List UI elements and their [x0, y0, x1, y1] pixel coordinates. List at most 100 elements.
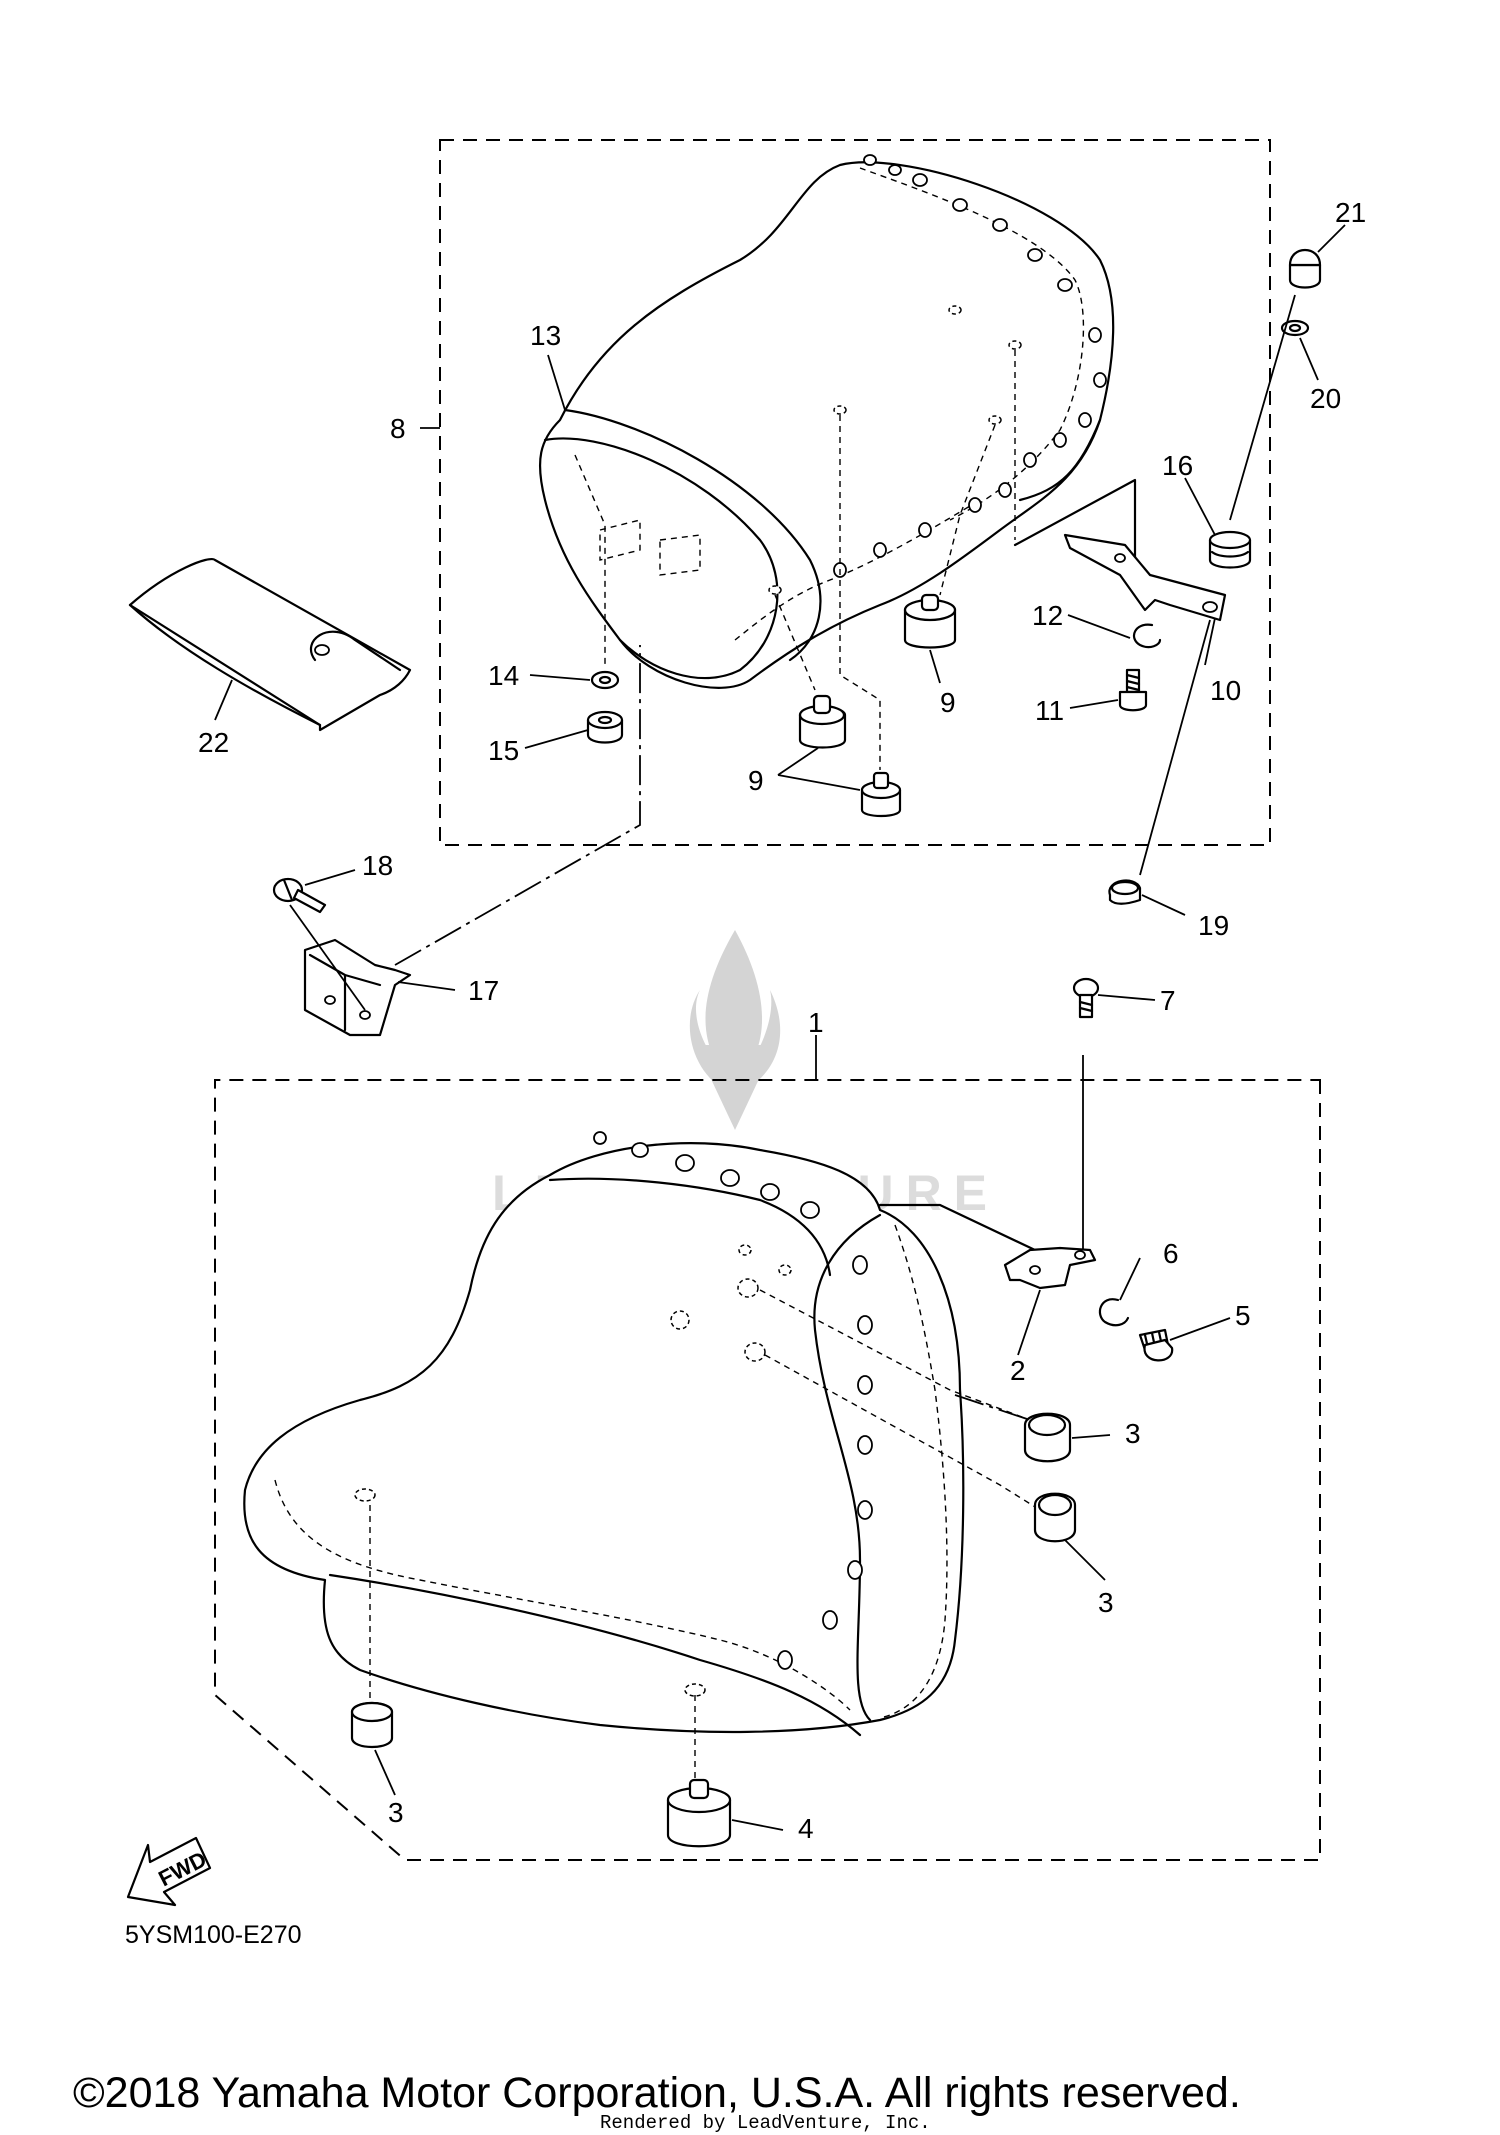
mount-hole: [768, 585, 782, 595]
leader-lines: [214, 224, 1346, 1831]
part-18-bolt: [272, 877, 327, 914]
part-20-washer: [1280, 319, 1310, 337]
part-9-damper-a: [903, 593, 957, 649]
leader-6: [1119, 1257, 1141, 1301]
leader-15: [524, 729, 589, 749]
stud: [968, 497, 982, 513]
callout-20: 20: [1310, 383, 1341, 414]
callout-3: 3: [1125, 1418, 1141, 1449]
leader-7: [1097, 994, 1156, 1001]
assembly-line: [764, 1354, 1041, 1511]
group-box-1: [214, 1079, 1321, 1861]
rider-seat-front-seam: [328, 1573, 862, 1737]
stud: [873, 542, 887, 558]
leader-20: [1299, 337, 1319, 381]
leader-9a: [929, 649, 941, 684]
rider-seat-body: [243, 1142, 965, 1734]
passenger-seat-bracket-outline: [1013, 478, 1137, 572]
callout-15: 15: [488, 735, 519, 766]
stud: [1078, 412, 1092, 428]
callout-17: 17: [468, 975, 499, 1006]
rider-seat-top-seam: [548, 1177, 832, 1277]
stud: [857, 1435, 873, 1455]
assembly-line: [954, 1394, 1031, 1421]
part-19-nut: [1108, 879, 1142, 905]
part-4-damper: [666, 1778, 732, 1848]
stud: [1057, 278, 1073, 292]
leader-10: [1204, 617, 1216, 666]
part-12-clip: [1132, 623, 1162, 649]
stud: [675, 1154, 695, 1172]
stud: [912, 173, 928, 187]
leadventure-mark-icon: [695, 1045, 775, 1130]
stud: [888, 164, 902, 176]
assembly-line: [839, 415, 881, 770]
leader-13: [547, 354, 566, 411]
part-9-damper-c: [860, 771, 902, 818]
mount-hole: [670, 1310, 690, 1330]
callout-1: 1: [808, 1007, 824, 1038]
part-14-washer: [590, 670, 620, 690]
callout-22: 22: [198, 727, 229, 758]
bracket-17-chain-line: [394, 645, 641, 966]
passenger-seat-stitch-2: [734, 499, 981, 641]
seat-latch-boxes: [599, 519, 701, 576]
leader-12: [1067, 614, 1131, 639]
callout-8: 8: [390, 413, 406, 444]
stud: [857, 1500, 873, 1520]
stud: [822, 1610, 838, 1630]
rider-seat-side-seam: [813, 1213, 882, 1722]
callout-13: 13: [530, 320, 561, 351]
stud: [918, 522, 932, 538]
bolt-18-axis-line: [289, 904, 366, 1011]
mount-hole: [744, 1342, 766, 1362]
callout-labels: 1 2 3 3 3 4 5 6 7 8 9 9 10 11 12 13 14 1…: [198, 197, 1366, 1844]
callout-18: 18: [362, 850, 393, 881]
callout-14: 14: [488, 660, 519, 691]
part-10-bracket: [1063, 533, 1227, 622]
callout-9: 9: [940, 687, 956, 718]
rider-seat-stitch-side: [879, 1224, 948, 1719]
mount-hole: [738, 1244, 752, 1256]
stud: [847, 1560, 863, 1580]
stud: [593, 1131, 607, 1145]
stud: [992, 218, 1008, 232]
rendered-by-notice: Rendered by LeadVenture, Inc.: [600, 2112, 931, 2134]
leader-3b: [1064, 1539, 1106, 1581]
callout-21: 21: [1335, 197, 1366, 228]
passenger-seat-side-edge: [1018, 418, 1102, 502]
part-11-bolt: [1118, 668, 1148, 712]
assembly-line: [574, 454, 606, 665]
leader-19: [1141, 894, 1186, 916]
part-16-grommet: [1208, 530, 1252, 569]
passenger-seat-top-seam: [563, 408, 822, 662]
stud: [1093, 372, 1107, 388]
callout-3: 3: [1098, 1587, 1114, 1618]
latch-outline: [599, 519, 641, 561]
leader-4: [731, 1819, 784, 1831]
callout-11: 11: [1035, 695, 1064, 726]
mount-hole: [1008, 340, 1022, 350]
callout-3: 3: [388, 1797, 404, 1828]
rider-seat-rear-bracket-outline: [878, 1203, 1037, 1252]
passenger-seat: [538, 161, 1137, 689]
part-2-bracket: [1003, 1246, 1097, 1290]
copyright-notice: ©2018 Yamaha Motor Corporation, U.S.A. A…: [73, 2069, 1241, 2117]
leader-3a: [1071, 1434, 1111, 1439]
callout-19: 19: [1198, 910, 1229, 941]
callout-4: 4: [798, 1813, 814, 1844]
rider-seat: [243, 1142, 1037, 1737]
stud: [777, 1650, 793, 1670]
leader-9b: [777, 747, 861, 791]
mount-hole: [684, 1683, 706, 1697]
mount-hole: [778, 1264, 792, 1276]
mount-hole: [354, 1488, 376, 1502]
leader-2: [1017, 1289, 1041, 1356]
leader-11: [1069, 699, 1119, 709]
leader-14: [529, 674, 591, 681]
callout-9: 9: [748, 765, 764, 796]
leader-21: [1317, 224, 1346, 253]
callout-2: 2: [1010, 1355, 1026, 1386]
stud: [952, 198, 968, 212]
